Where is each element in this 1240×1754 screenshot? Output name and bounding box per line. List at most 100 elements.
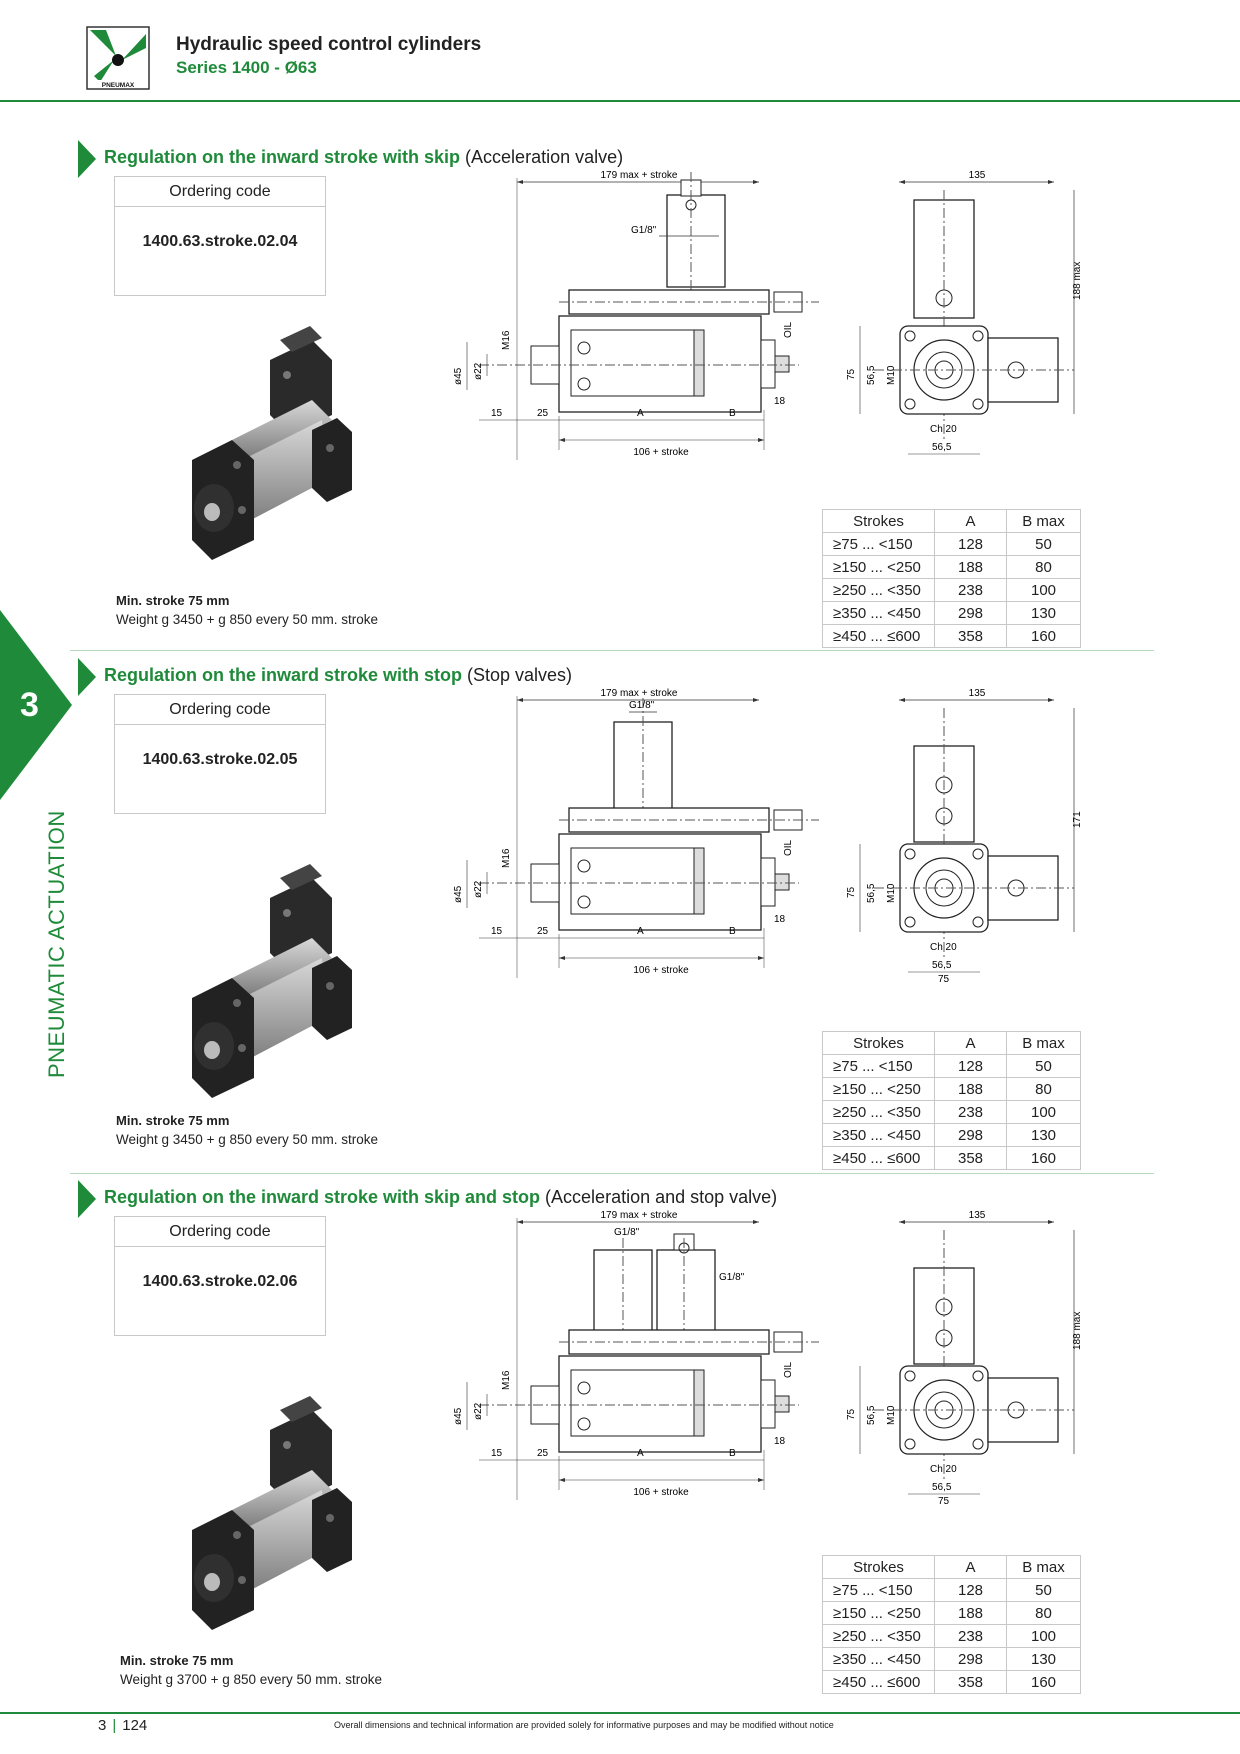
svg-text:106 + stroke: 106 + stroke xyxy=(633,1487,689,1498)
svg-text:15: 15 xyxy=(491,926,503,937)
front-view-svg: 135 171 75 56,5 M10 Ch 20 56,5 75 xyxy=(846,688,1083,985)
page-subtitle: Series 1400 - Ø63 xyxy=(176,58,317,77)
value-a: 298 xyxy=(934,1647,1007,1671)
svg-text:18: 18 xyxy=(774,1436,786,1447)
ordering-code-label: Ordering code xyxy=(115,695,325,725)
svg-text:15: 15 xyxy=(491,1448,503,1459)
ordering-code: 1400.63.stroke.02.04 xyxy=(142,233,298,250)
value-b-max: 130 xyxy=(1006,601,1081,625)
front-view-svg: 135 188 max 75 56,5 M10 Ch 20 56,5 xyxy=(846,170,1083,455)
section-title: Regulation on the inward stroke with ski… xyxy=(104,147,624,167)
svg-text:B: B xyxy=(729,1448,736,1459)
svg-text:56,5: 56,5 xyxy=(932,960,952,971)
value-b-max: 100 xyxy=(1006,1624,1081,1648)
svg-text:106 + stroke: 106 + stroke xyxy=(633,447,689,458)
chapter-tab xyxy=(0,610,72,800)
section-divider xyxy=(70,1173,1154,1174)
value-b-max: 160 xyxy=(1006,1146,1081,1170)
svg-text:75: 75 xyxy=(938,974,950,985)
section-arrow-icon xyxy=(78,658,96,696)
ordering-code-box: Ordering code 1400.63.stroke.02.05 xyxy=(114,694,326,814)
cylinder-photo-icon xyxy=(192,1396,352,1630)
svg-text:G1/8": G1/8" xyxy=(631,225,657,236)
svg-text:75: 75 xyxy=(938,1496,950,1507)
page-number: 3|124 xyxy=(98,1717,148,1734)
svg-text:179 max + stroke: 179 max + stroke xyxy=(601,1210,678,1221)
svg-text:135: 135 xyxy=(969,170,986,181)
svg-text:25: 25 xyxy=(537,408,549,419)
value-a: 188 xyxy=(934,555,1007,579)
footer-note: Overall dimensions and technical informa… xyxy=(334,1720,834,1730)
ordering-code-label: Ordering code xyxy=(115,177,325,207)
footer-divider xyxy=(0,1712,1240,1714)
ordering-code-box: Ordering code 1400.63.stroke.02.04 xyxy=(114,176,326,296)
value-a: 188 xyxy=(934,1601,1007,1625)
svg-text:OIL: OIL xyxy=(783,1361,794,1378)
value-b-max: 80 xyxy=(1006,1077,1081,1101)
stroke-range: ≥350 ... <450 xyxy=(822,1647,935,1671)
ordering-code: 1400.63.stroke.02.06 xyxy=(142,1273,298,1290)
svg-text:A: A xyxy=(637,1448,644,1459)
pneumax-logo: PNEUMAX xyxy=(86,26,150,90)
value-a: 238 xyxy=(934,578,1007,602)
stroke-range: ≥450 ... ≤600 xyxy=(822,1670,935,1694)
section-divider xyxy=(70,650,1154,651)
section-arrow-icon xyxy=(78,1180,96,1218)
stroke-range: ≥250 ... <350 xyxy=(822,1100,935,1124)
weight: Weight g 3450 + g 850 every 50 mm. strok… xyxy=(116,612,379,627)
svg-text:135: 135 xyxy=(969,1210,986,1221)
svg-text:75: 75 xyxy=(846,886,857,898)
stroke-range: ≥350 ... <450 xyxy=(822,1123,935,1147)
stroke-range: ≥75 ... <150 xyxy=(822,1054,935,1078)
svg-text:18: 18 xyxy=(774,396,786,407)
section-title: Regulation on the inward stroke with sto… xyxy=(104,665,573,685)
svg-text:15: 15 xyxy=(491,408,503,419)
stroke-range: ≥150 ... <250 xyxy=(822,1077,935,1101)
strokes-header: B max xyxy=(1006,509,1081,533)
svg-text:ø22: ø22 xyxy=(473,880,484,898)
side-view-drawing: 179 max + stroke G1/8" G1/8" M16 ø45 ø22… xyxy=(419,1210,899,1530)
svg-text:B: B xyxy=(729,926,736,937)
stroke-range: ≥450 ... ≤600 xyxy=(822,624,935,648)
value-a: 298 xyxy=(934,1123,1007,1147)
stroke-range: ≥75 ... <150 xyxy=(822,532,935,556)
cylinder-photo-icon xyxy=(192,864,352,1098)
front-view-drawing: 135 171 75 56,5 M10 Ch 20 56,5 75 xyxy=(844,688,1184,1008)
svg-text:OIL: OIL xyxy=(783,321,794,338)
svg-text:PNEUMAX: PNEUMAX xyxy=(102,82,135,89)
svg-text:Ch 20: Ch 20 xyxy=(930,424,957,435)
strokes-header: A xyxy=(934,1031,1007,1055)
value-b-max: 50 xyxy=(1006,1054,1081,1078)
section-skip-stop: Regulation on the inward stroke with ski… xyxy=(74,1180,1154,1700)
min-stroke: Min. stroke 75 mm xyxy=(116,1113,230,1128)
svg-text:Ch 20: Ch 20 xyxy=(930,942,957,953)
stroke-range: ≥250 ... <350 xyxy=(822,578,935,602)
value-b-max: 80 xyxy=(1006,555,1081,579)
product-photo xyxy=(162,320,372,570)
svg-text:56,5: 56,5 xyxy=(866,883,877,903)
side-view-drawing: 179 max + stroke G1/8" M16 ø45 ø22 OIL 1… xyxy=(419,170,899,490)
value-a: 128 xyxy=(934,1054,1007,1078)
side-view-svg: 179 max + stroke G1/8" M16 ø45 ø22 OIL 1… xyxy=(453,688,819,978)
value-b-max: 130 xyxy=(1006,1123,1081,1147)
front-view-drawing: 135 188 max 75 56,5 M10 Ch 20 56,5 xyxy=(844,170,1184,490)
product-photo xyxy=(162,858,372,1108)
ordering-code: 1400.63.stroke.02.05 xyxy=(142,751,298,768)
strokes-header: B max xyxy=(1006,1555,1081,1579)
svg-text:ø22: ø22 xyxy=(473,362,484,380)
front-view-svg: 135 188 max 75 56,5 M10 Ch 20 56,5 75 xyxy=(846,1210,1083,1507)
svg-text:56,5: 56,5 xyxy=(866,365,877,385)
strokes-header: Strokes xyxy=(822,1031,935,1055)
stroke-range: ≥450 ... ≤600 xyxy=(822,1146,935,1170)
svg-text:Ch 20: Ch 20 xyxy=(930,1464,957,1475)
svg-text:188 max: 188 max xyxy=(1072,1312,1083,1350)
svg-text:135: 135 xyxy=(969,688,986,699)
chapter-number: 3 xyxy=(20,686,39,724)
